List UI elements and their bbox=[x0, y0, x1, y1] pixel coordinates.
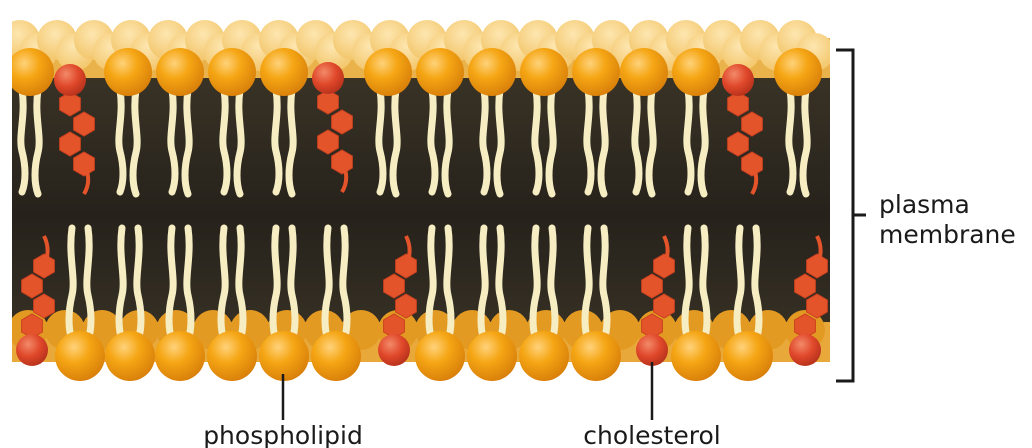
phospholipid-head-top bbox=[208, 48, 256, 96]
phospholipid-head-top bbox=[104, 48, 152, 96]
phospholipid-head-bottom bbox=[519, 331, 569, 381]
phospholipid-head-bottom bbox=[55, 331, 105, 381]
phospholipid-head-top bbox=[774, 48, 822, 96]
label-plasma: plasma bbox=[879, 190, 970, 219]
phospholipid-head-bottom bbox=[207, 331, 257, 381]
phospholipid-head-top bbox=[572, 48, 620, 96]
phospholipid-head-bottom bbox=[155, 331, 205, 381]
phospholipid-head-top bbox=[156, 48, 204, 96]
membrane-bracket bbox=[836, 50, 866, 381]
cholesterol-head bbox=[312, 62, 344, 94]
cholesterol-head bbox=[54, 64, 86, 96]
phospholipid-head-top bbox=[6, 48, 54, 96]
phospholipid-head-bottom bbox=[571, 331, 621, 381]
phospholipid-head-bottom bbox=[467, 331, 517, 381]
phospholipid-head-bottom bbox=[415, 331, 465, 381]
phospholipid-head-top bbox=[520, 48, 568, 96]
label-cholesterol: cholesterol bbox=[583, 421, 720, 448]
label-membrane: membrane bbox=[879, 220, 1016, 249]
phospholipid-head-top bbox=[364, 48, 412, 96]
label-phospholipid: phospholipid bbox=[203, 421, 363, 448]
phospholipid-head-bottom bbox=[311, 331, 361, 381]
phospholipid-head-top bbox=[672, 48, 720, 96]
phospholipid-head-bottom bbox=[723, 331, 773, 381]
phospholipid-head-top bbox=[416, 48, 464, 96]
cholesterol-head bbox=[789, 334, 821, 366]
cholesterol-head bbox=[16, 334, 48, 366]
cholesterol-head bbox=[636, 334, 668, 366]
phospholipid-head-bottom bbox=[671, 331, 721, 381]
cholesterol-head bbox=[378, 334, 410, 366]
phospholipid-head-top bbox=[468, 48, 516, 96]
phospholipid-head-top bbox=[260, 48, 308, 96]
phospholipid-head-top bbox=[620, 48, 668, 96]
phospholipid-head-bottom bbox=[105, 331, 155, 381]
phospholipid-head-bottom bbox=[259, 331, 309, 381]
cholesterol-head bbox=[722, 64, 754, 96]
